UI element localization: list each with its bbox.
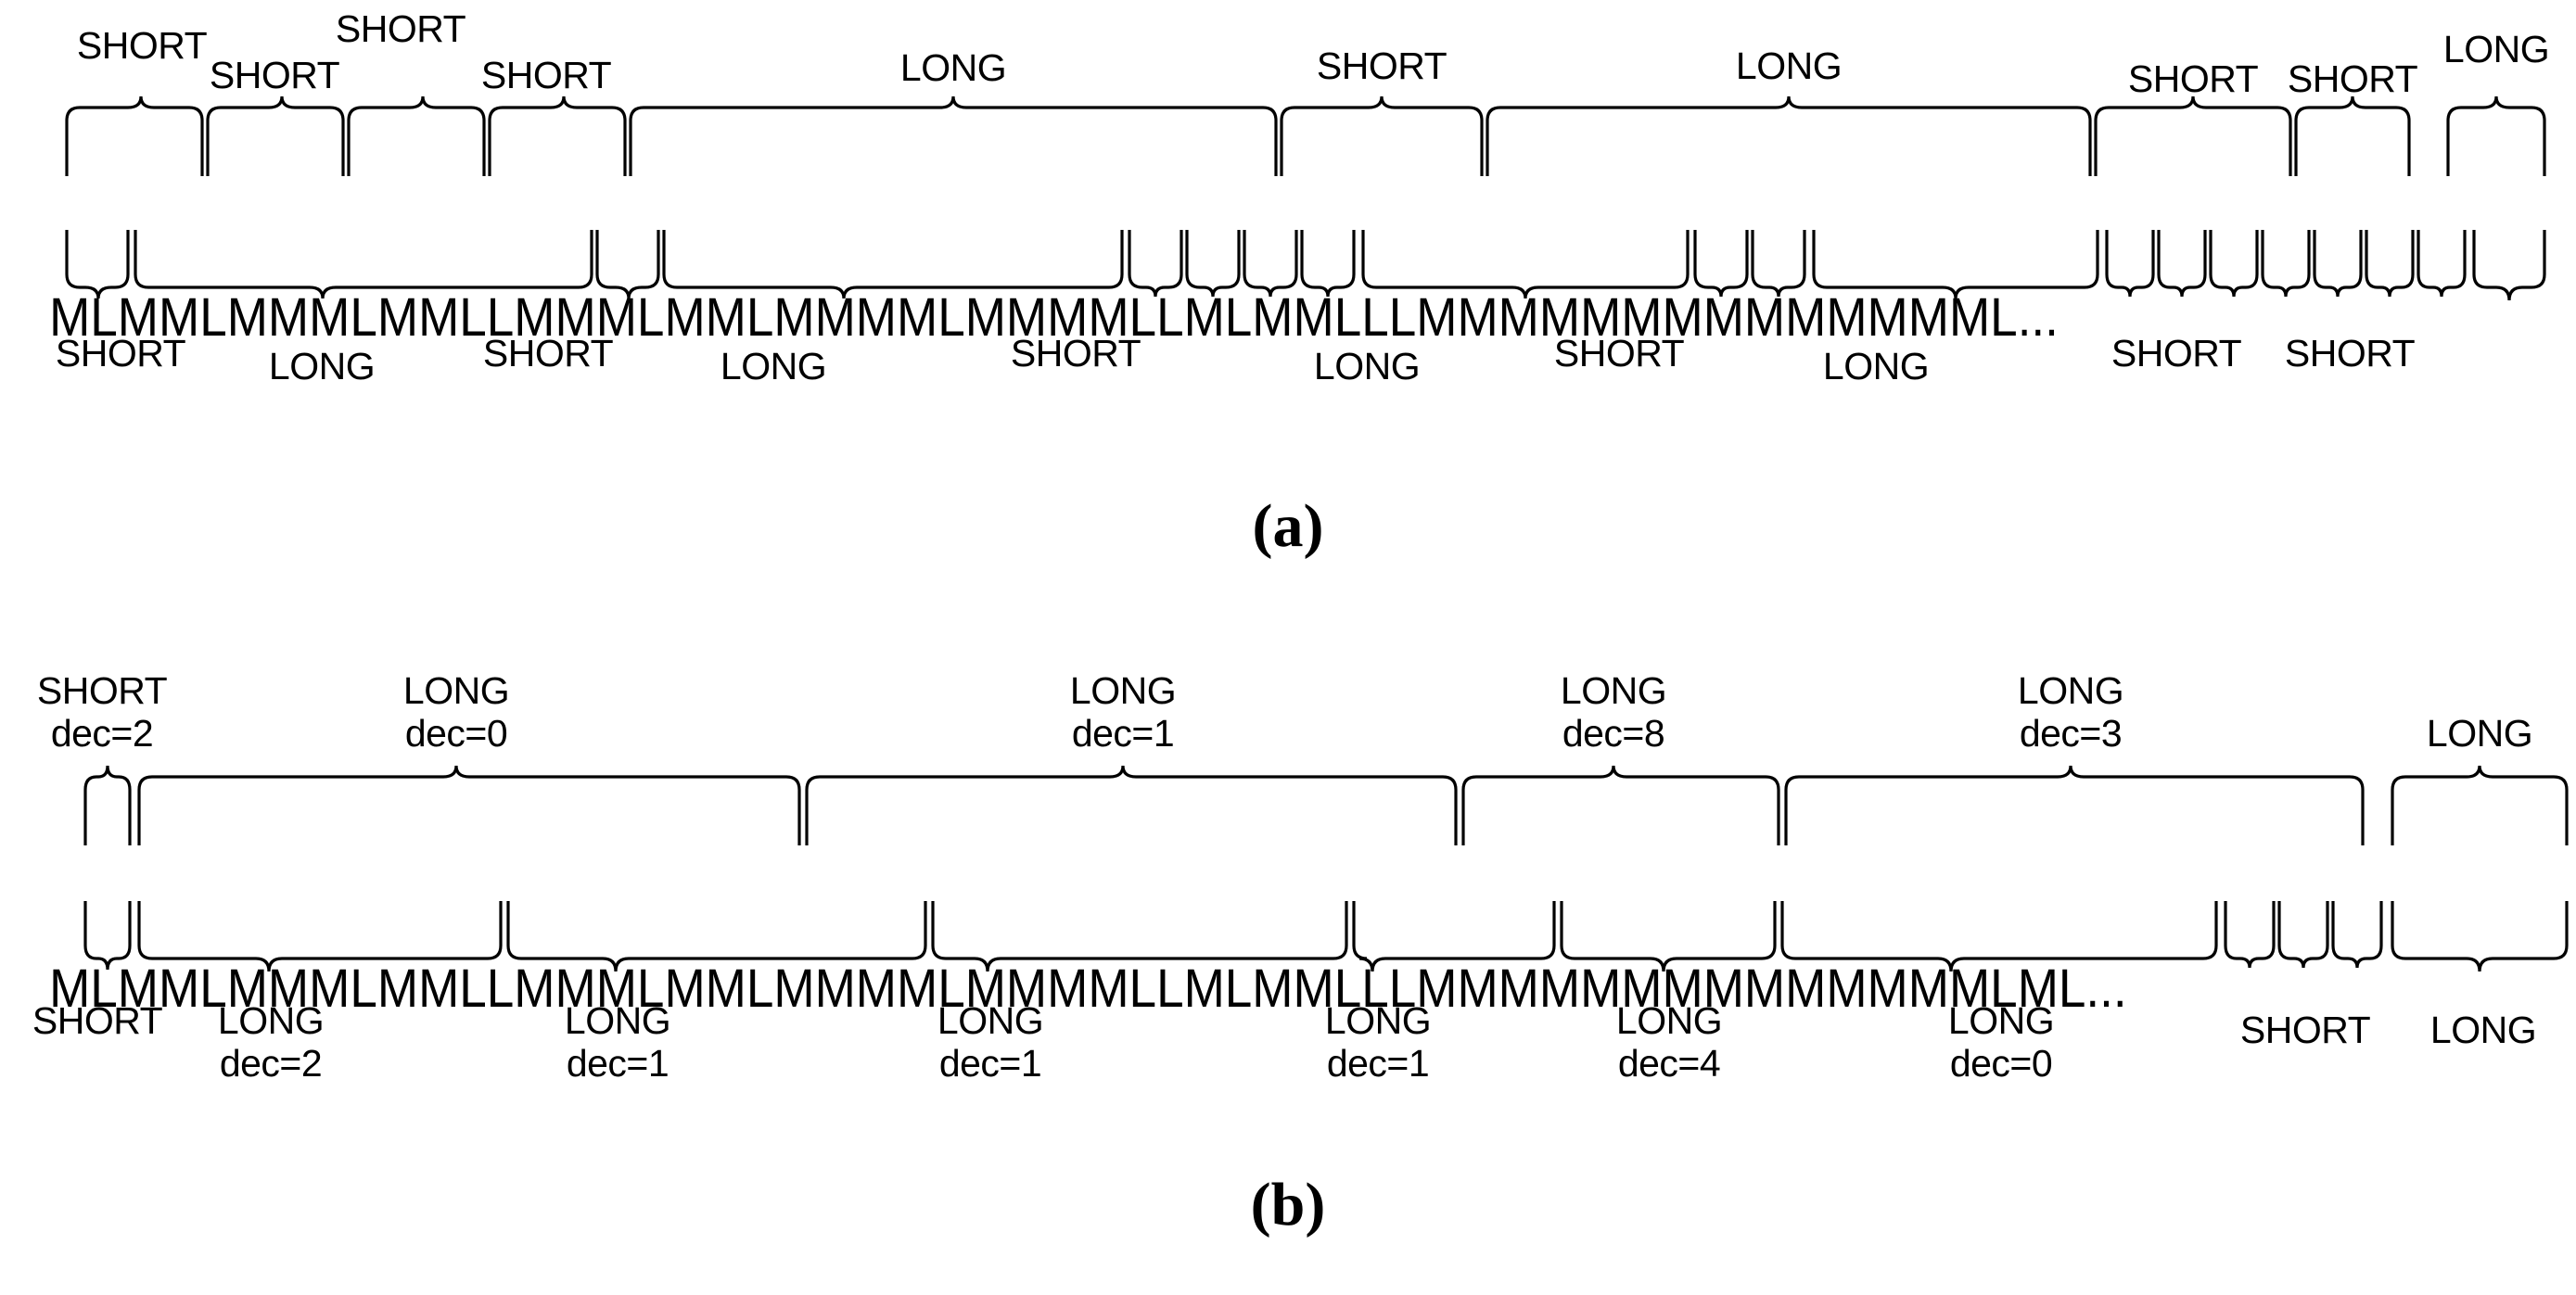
- label-a-bottom-9: SHORT: [2284, 332, 2416, 375]
- label-b-bottom-2: LONG dec=1: [564, 999, 671, 1085]
- label-a-top-7: SHORT: [2127, 57, 2259, 100]
- label-b-top-3-dec: dec=8: [1562, 712, 1665, 755]
- label-b-bottom-7: SHORT: [2239, 1009, 2371, 1051]
- label-a-top-0: SHORT: [76, 24, 208, 67]
- label-b-bottom-3-kind: LONG: [937, 999, 1044, 1042]
- label-b-top-1-dec: dec=0: [404, 712, 508, 755]
- braces-a-top: [0, 93, 2576, 178]
- label-b-top-2-dec: dec=1: [1071, 712, 1175, 755]
- caption-b: (b): [1250, 1171, 1326, 1238]
- label-b-bottom-1-kind: LONG: [217, 999, 325, 1042]
- label-b-bottom-6-kind: LONG: [1947, 999, 2055, 1042]
- label-a-top-8: SHORT: [2287, 57, 2418, 100]
- label-b-bottom-1-dec: dec=2: [219, 1042, 323, 1085]
- label-b-bottom-3: LONG dec=1: [937, 999, 1044, 1085]
- label-a-top-5: SHORT: [1316, 44, 1447, 87]
- label-b-bottom-4-dec: dec=1: [1326, 1042, 1430, 1085]
- label-b-bottom-4-kind: LONG: [1324, 999, 1432, 1042]
- label-b-bottom-5: LONG dec=4: [1615, 999, 1723, 1085]
- label-a-bottom-7: LONG: [1822, 345, 1930, 387]
- label-b-top-1: LONG dec=0: [402, 669, 510, 755]
- label-a-bottom-1: LONG: [268, 345, 376, 387]
- label-b-bottom-6-dec: dec=0: [1949, 1042, 2053, 1085]
- braces-b-bottom: [0, 901, 2576, 990]
- sequence-b-text: MLMMLMMMLMMLLMMMLMMLMMMMLMMMMLLMLMMLLLMM…: [49, 959, 2127, 1019]
- label-b-top-0-dec: dec=2: [50, 712, 154, 755]
- label-b-bottom-5-kind: LONG: [1615, 999, 1723, 1042]
- label-b-bottom-8-kind: LONG: [2429, 1009, 2537, 1051]
- label-a-bottom-2: SHORT: [482, 332, 614, 375]
- label-b-bottom-2-dec: dec=1: [566, 1042, 670, 1085]
- label-a-bottom-6: SHORT: [1553, 332, 1685, 375]
- label-b-top-2-kind: LONG: [1069, 669, 1177, 712]
- label-b-top-4: LONG dec=3: [2017, 669, 2124, 755]
- label-b-top-5: LONG: [2426, 712, 2533, 755]
- label-b-bottom-0: SHORT: [32, 999, 163, 1042]
- label-a-top-3: SHORT: [480, 54, 612, 96]
- label-b-top-0-kind: SHORT: [36, 669, 168, 712]
- label-b-top-5-kind: LONG: [2426, 712, 2533, 755]
- label-b-bottom-2-kind: LONG: [564, 999, 671, 1042]
- label-b-top-0: SHORT dec=2: [36, 669, 168, 755]
- label-b-top-4-dec: dec=3: [2019, 712, 2123, 755]
- label-a-top-4: LONG: [899, 46, 1007, 89]
- label-a-bottom-5: LONG: [1313, 345, 1421, 387]
- label-a-top-9: LONG: [2442, 28, 2550, 70]
- label-b-bottom-0-kind: SHORT: [32, 999, 163, 1042]
- label-a-bottom-8: SHORT: [2111, 332, 2242, 375]
- label-a-bottom-0: SHORT: [55, 332, 186, 375]
- label-b-bottom-8: LONG: [2429, 1009, 2537, 1051]
- braces-b-top: [0, 758, 2576, 847]
- label-a-bottom-3: LONG: [720, 345, 827, 387]
- panel-a: SHORT SHORT SHORT SHORT LONG SHORT LONG …: [0, 0, 2576, 612]
- sequence-a: MLMMLMMMLMMLLMMMLMMLMMMMLMMMMLLMLMMLLLMM…: [0, 174, 2576, 347]
- sequence-a-text: MLMMLMMMLMMLLMMMLMMLMMMMLMMMMLLMLMMLLLMM…: [49, 287, 2059, 348]
- label-b-bottom-5-dec: dec=4: [1617, 1042, 1721, 1085]
- label-b-top-3: LONG dec=8: [1560, 669, 1667, 755]
- label-b-bottom-7-kind: SHORT: [2239, 1009, 2371, 1051]
- label-a-top-6: LONG: [1735, 44, 1843, 87]
- label-b-top-1-kind: LONG: [402, 669, 510, 712]
- label-b-bottom-4: LONG dec=1: [1324, 999, 1432, 1085]
- sequence-b: MLMMLMMMLMMLLMMMLMMLMMMMLMMMMLLMLMMLLLMM…: [0, 845, 2576, 1018]
- label-b-top-3-kind: LONG: [1560, 669, 1667, 712]
- label-a-top-2: SHORT: [335, 7, 466, 50]
- label-b-top-2: LONG dec=1: [1069, 669, 1177, 755]
- label-a-bottom-4: SHORT: [1010, 332, 1141, 375]
- label-b-top-4-kind: LONG: [2017, 669, 2124, 712]
- label-a-top-1: SHORT: [209, 54, 340, 96]
- label-b-bottom-1: LONG dec=2: [217, 999, 325, 1085]
- braces-a-bottom: [0, 230, 2576, 319]
- label-b-bottom-6: LONG dec=0: [1947, 999, 2055, 1085]
- caption-a: (a): [1252, 492, 1324, 560]
- label-b-bottom-3-dec: dec=1: [938, 1042, 1042, 1085]
